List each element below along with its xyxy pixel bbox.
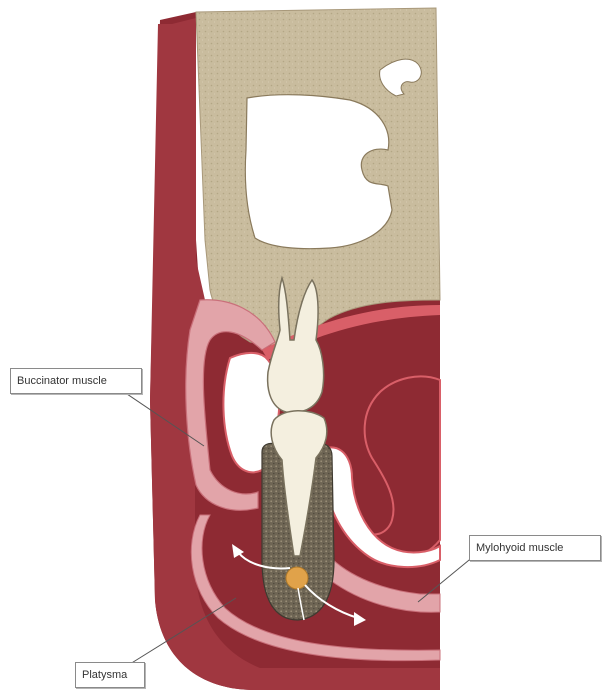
label-buccinator-muscle: Buccinator muscle (10, 368, 142, 394)
label-platysma: Platysma (75, 662, 145, 688)
label-mylohyoid-muscle: Mylohyoid muscle (469, 535, 601, 561)
